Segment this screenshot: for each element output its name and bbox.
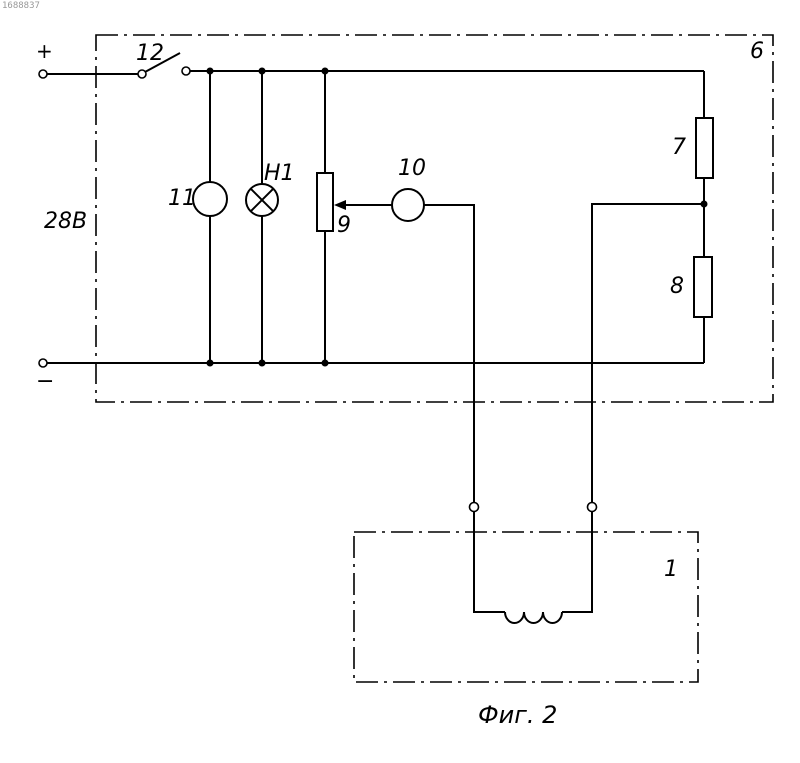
switch-12 (47, 53, 190, 78)
junction-dots (207, 68, 708, 367)
lamp-h1-branch (246, 71, 278, 363)
terminal-minus (39, 359, 47, 367)
resistor-8-symbol (694, 257, 712, 317)
terminal-plus (39, 70, 47, 78)
header-code: 1688837 (2, 1, 40, 11)
label-resistor-upper: 7 (672, 135, 686, 160)
label-switch: 12 (136, 41, 164, 66)
label-meter: 10 (398, 156, 426, 181)
housing-block-1 (354, 532, 698, 682)
device-terminal-left (470, 503, 479, 512)
label-instrument: 11 (168, 186, 196, 211)
resistor-7-symbol (696, 118, 713, 178)
label-resistor-lower: 8 (670, 274, 684, 299)
potentiometer-9-branch (317, 71, 333, 363)
wire-tap-to-terminal (592, 204, 704, 502)
device-terminal-right (588, 503, 597, 512)
label-housing: 6 (750, 39, 764, 64)
label-device: 1 (664, 557, 678, 582)
instrument-11-branch (193, 71, 227, 363)
potentiometer-9-symbol (317, 173, 333, 231)
figure-caption: Фиг. 2 (478, 701, 557, 729)
coil-winding (474, 512, 592, 623)
resistor-branch (694, 71, 713, 363)
housing-block-6 (96, 35, 773, 402)
label-minus: − (36, 369, 54, 394)
label-plus: + (36, 39, 53, 63)
meter-10-symbol (392, 189, 424, 221)
label-potentiometer: 9 (337, 213, 351, 238)
instrument-11-symbol (193, 182, 227, 216)
wire-meter-to-terminal (424, 205, 474, 502)
label-voltage: 28В (44, 209, 87, 234)
wiper-arrow (334, 200, 392, 210)
label-lamp: Н1 (264, 161, 295, 186)
